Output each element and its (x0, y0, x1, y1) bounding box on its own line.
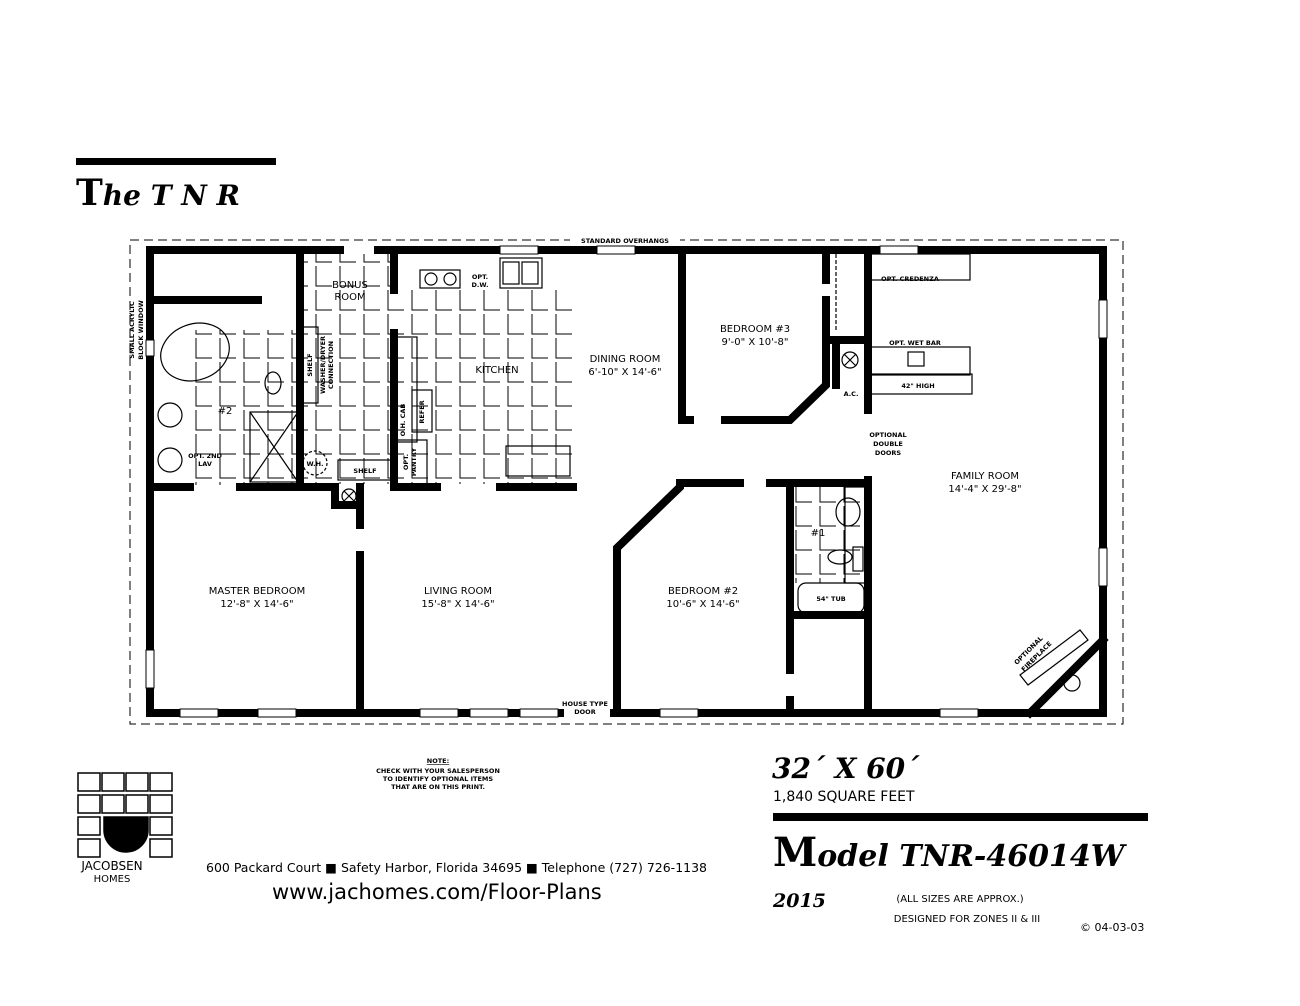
sizes-approx: (ALL SIZES ARE APPROX.) (896, 894, 1023, 905)
master-bedroom-size: 12'-8" X 14'-6" (220, 599, 293, 610)
bedroom3-label: BEDROOM #3 (720, 324, 790, 335)
washer-label-2: CONNECTION (327, 341, 335, 389)
credenza-label: OPT. CREDENZA (881, 275, 939, 283)
double-doors-label-2: DOUBLE (873, 440, 903, 448)
model-rule (773, 813, 1148, 821)
dining-room-label: DINING ROOM (590, 354, 661, 365)
family-room-label: FAMILY ROOM (951, 471, 1019, 482)
company-address: 600 Packard Court ■ Safety Harbor, Flori… (206, 860, 707, 875)
dw-label-2: D.W. (472, 281, 489, 289)
jacobsen-logo: JACOBSEN HOMES (77, 772, 173, 885)
bedroom2-label: BEDROOM #2 (668, 586, 738, 597)
house-door-label: HOUSE TYPE (562, 700, 608, 708)
family-room-size: 14'-4" X 29'-8" (948, 484, 1021, 495)
model-name: Model TNR-46014W (773, 829, 1128, 876)
kitchen-label: KITCHEN (475, 365, 518, 376)
bonus-room-label: BONUS (332, 280, 368, 291)
bonus-room-label-2: ROOM (334, 292, 365, 303)
shelf2-label: SHELF (353, 467, 376, 475)
wet-bar-label: OPT. WET BAR (889, 339, 941, 347)
pantry-label: OPT. (402, 454, 410, 470)
bar-height-label: 42" HIGH (901, 382, 934, 390)
note-line: CHECK WITH YOUR SALESPERSON (376, 767, 500, 775)
note-line: THAT ARE ON THIS PRINT. (391, 783, 485, 791)
bath1-label: #1 (811, 528, 826, 539)
bedroom2-size: 10'-6" X 14'-6" (666, 599, 739, 610)
oh-cab-label: O.H. CAB (399, 404, 407, 437)
fixtures (157, 253, 1089, 692)
room-labels: BONUS ROOM KITCHEN DINING ROOM 6'-10" X … (209, 280, 1022, 610)
plan-title: The T N R (76, 172, 240, 214)
home-dimensions: 32´ X 60´ (772, 752, 920, 785)
washer-label: WASHER/DRYER (319, 336, 327, 394)
house-door-label-2: DOOR (574, 708, 595, 716)
window-note-2: BLOCK WINDOW (137, 300, 145, 360)
opt-lav-label: OPT. 2ND (188, 452, 222, 460)
note: NOTE: CHECK WITH YOUR SALESPERSON TO IDE… (376, 757, 500, 791)
logo-text-2: HOMES (94, 874, 131, 885)
copyright: © 04-03-03 (1080, 921, 1144, 934)
windows (145, 245, 1108, 718)
shelf-label: SHELF (306, 353, 314, 376)
note-heading: NOTE: (427, 757, 449, 765)
model-year: 2015 (772, 890, 826, 912)
dw-label: OPT. (472, 273, 488, 281)
tub-label: 54" TUB (816, 595, 845, 603)
logo-text: JACOBSEN (80, 859, 142, 873)
overhang-label: STANDARD OVERHANGS (581, 237, 669, 245)
note-line: TO IDENTIFY OPTIONAL ITEMS (383, 775, 493, 783)
master-bedroom-label: MASTER BEDROOM (209, 586, 306, 597)
square-feet: 1,840 SQUARE FEET (773, 789, 915, 805)
living-room-label: LIVING ROOM (424, 586, 492, 597)
zones-note: DESIGNED FOR ZONES II & III (894, 914, 1040, 925)
fixture-labels: SMALL ACRYLIC BLOCK WINDOW OPT. 2ND LAV … (128, 273, 1053, 716)
living-room-size: 15'-8" X 14'-6" (421, 599, 494, 610)
water-heater-label: W.H. (306, 460, 323, 468)
pantry-label-2: PANTRY (410, 447, 418, 476)
bedroom3-size: 9'-0" X 10'-8" (722, 337, 789, 348)
tile-floors (190, 254, 866, 583)
title-rule (76, 158, 276, 165)
bath2-label: #2 (218, 406, 233, 417)
company-website: www.jachomes.com/Floor-Plans (272, 880, 602, 904)
window-note: SMALL ACRYLIC (128, 301, 136, 358)
ac-label: A.C. (844, 390, 859, 398)
refer-label: REFER (418, 400, 426, 423)
double-doors-label: OPTIONAL (869, 431, 906, 439)
double-doors-label-3: DOORS (875, 449, 901, 457)
opt-lav-label-2: LAV (198, 460, 212, 468)
dining-room-size: 6'-10" X 14'-6" (588, 367, 661, 378)
